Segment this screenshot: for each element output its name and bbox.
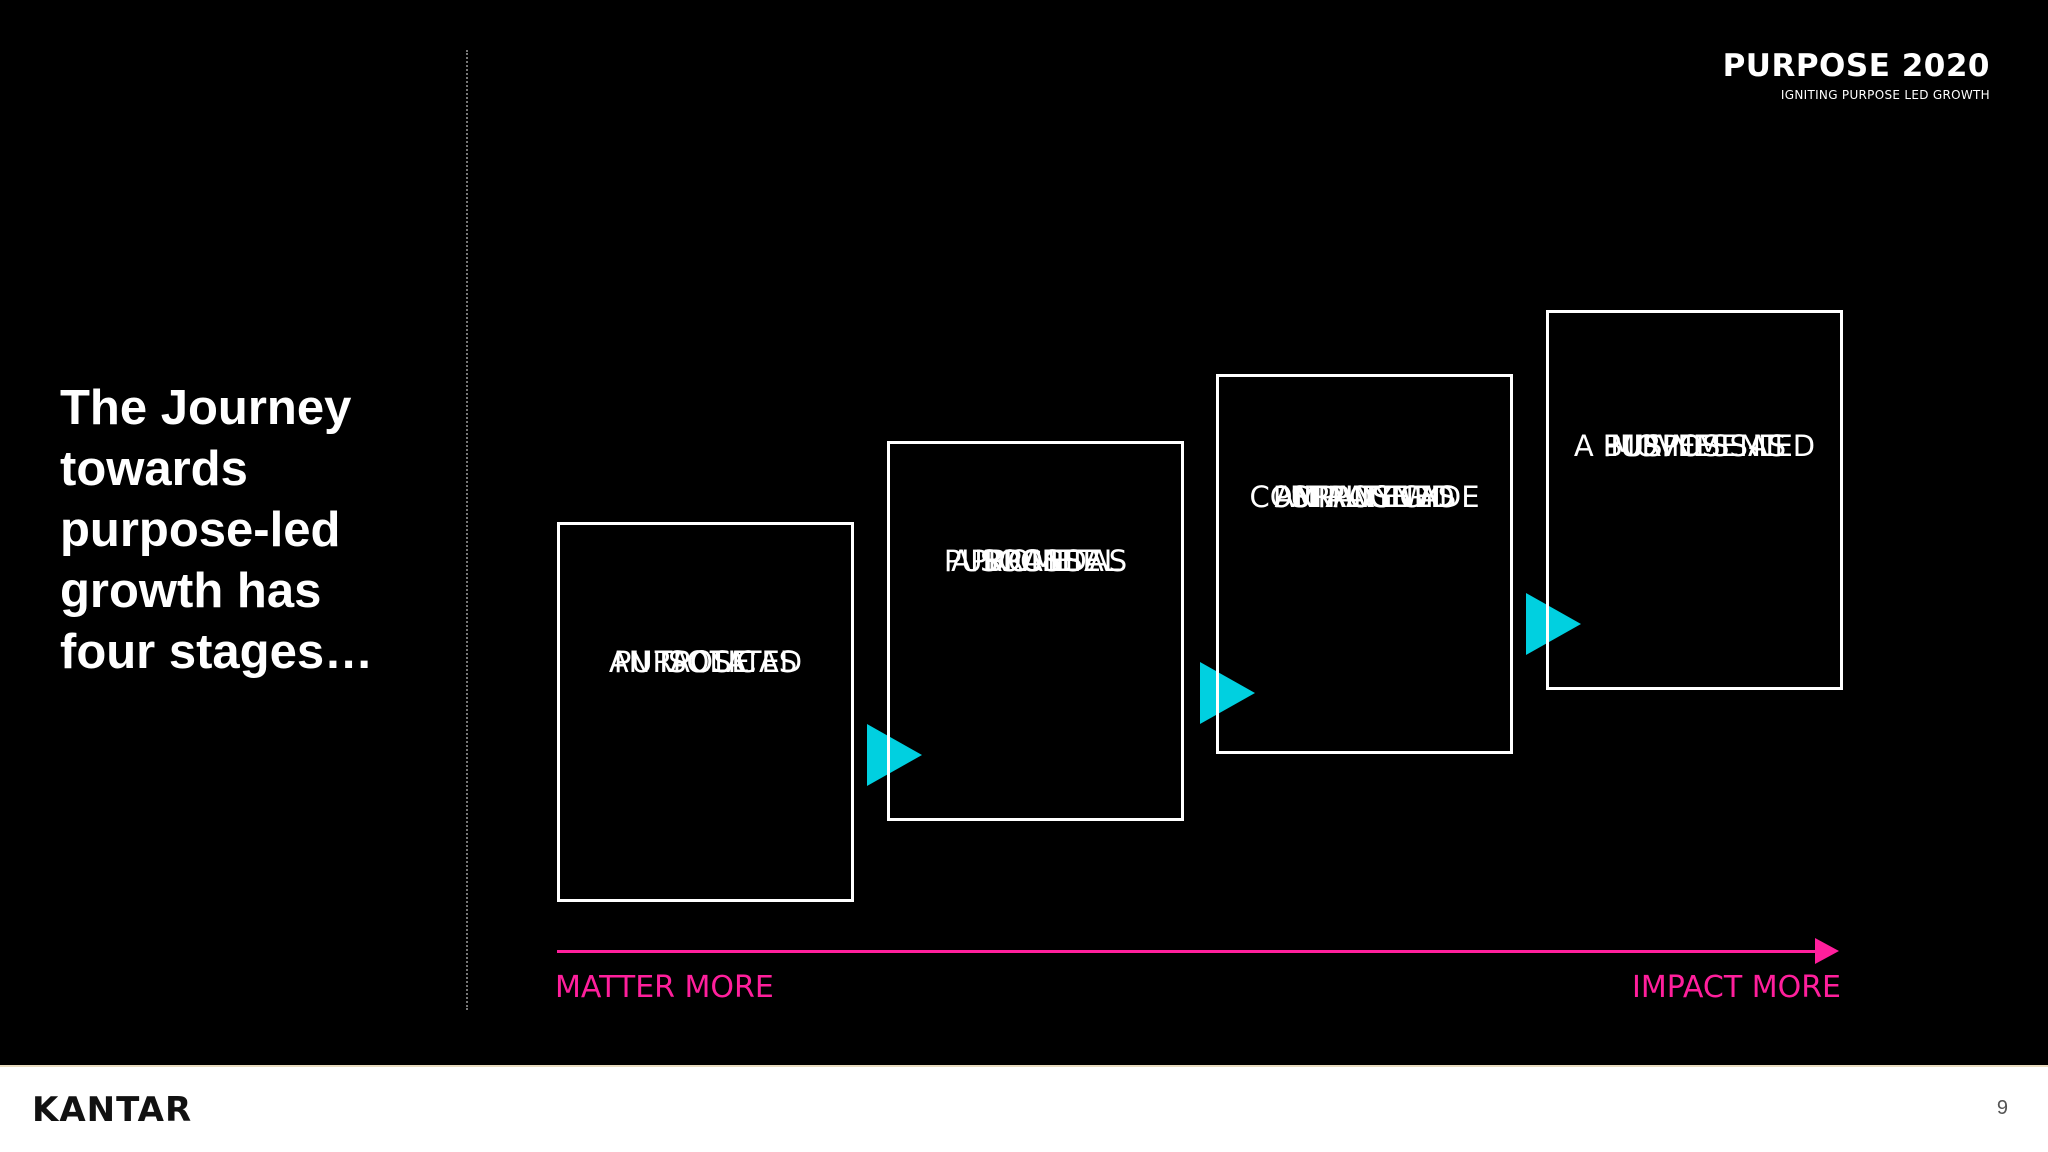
stage-box-company-wide-strategy: PURPOSE AS AN ALIGNED COMPANY WIDE STRAT…	[1216, 374, 1513, 754]
axis-end-label: IMPACT MORE	[1631, 970, 1841, 1005]
headline-line: towards	[60, 442, 248, 496]
stage-box-societal-brand-promise: PURPOSE AS A SOCIETAL BRAND PROMISE	[887, 441, 1184, 821]
dotted-divider	[466, 50, 468, 1010]
stage-text: AN ALIGNED	[1274, 480, 1455, 514]
brand-subtitle: IGNITING PURPOSE LED GROWTH	[1780, 88, 1990, 102]
stage-arrow-icon	[1200, 662, 1255, 724]
headline-line: four stages…	[60, 625, 374, 679]
stage-arrow-icon	[1526, 593, 1581, 655]
headline: The Journey towards purpose-led growth h…	[60, 378, 420, 683]
stage-text: PURPOSE AS	[943, 544, 1128, 578]
headline-line: The Journey	[60, 381, 352, 435]
axis-arrowhead-icon	[1815, 938, 1839, 964]
stage-text: PURPOSE AS	[613, 645, 798, 679]
headline-line: purpose-led	[60, 503, 341, 557]
headline-line: growth has	[60, 564, 322, 618]
progress-axis-line	[557, 950, 1819, 953]
stage-text: PURPOSE AS	[1272, 480, 1457, 514]
stage-text: STRATEGY	[1290, 480, 1439, 514]
stage-text: A SOCIETAL	[951, 544, 1120, 578]
brand-title: PURPOSE 2020	[1722, 48, 1990, 84]
stage-text: COMPANY WIDE	[1249, 480, 1480, 514]
stage-text: MOVEMENT	[1610, 429, 1779, 463]
brand-block: PURPOSE 2020 IGNITING PURPOSE LED GROWTH	[1723, 48, 1990, 102]
stage-box-business-led-movement: PURPOSE AS A BUSINESS-LED MOVEMENT	[1546, 310, 1843, 690]
stage-box-isolated-tactic: PURPOSE AS AN ISOLATED TACTIC	[557, 522, 854, 902]
stage-text: BRAND	[984, 544, 1087, 578]
kantar-logo: KANTAR	[32, 1090, 193, 1130]
axis-start-label: MATTER MORE	[555, 970, 774, 1005]
stage-text: TACTIC	[654, 645, 757, 679]
footer: KANTAR 9	[0, 1065, 2048, 1152]
stage-arrow-icon	[867, 724, 922, 786]
stage-text: PROMISE	[970, 544, 1101, 578]
slide: PURPOSE 2020 IGNITING PURPOSE LED GROWTH…	[60, 48, 1990, 1010]
stage-text: A BUSINESS-LED	[1573, 429, 1816, 463]
page-number: 9	[1996, 1097, 2008, 1119]
stage-text: PURPOSE AS	[1602, 429, 1787, 463]
stage-text: AN ISOLATED	[608, 645, 803, 679]
